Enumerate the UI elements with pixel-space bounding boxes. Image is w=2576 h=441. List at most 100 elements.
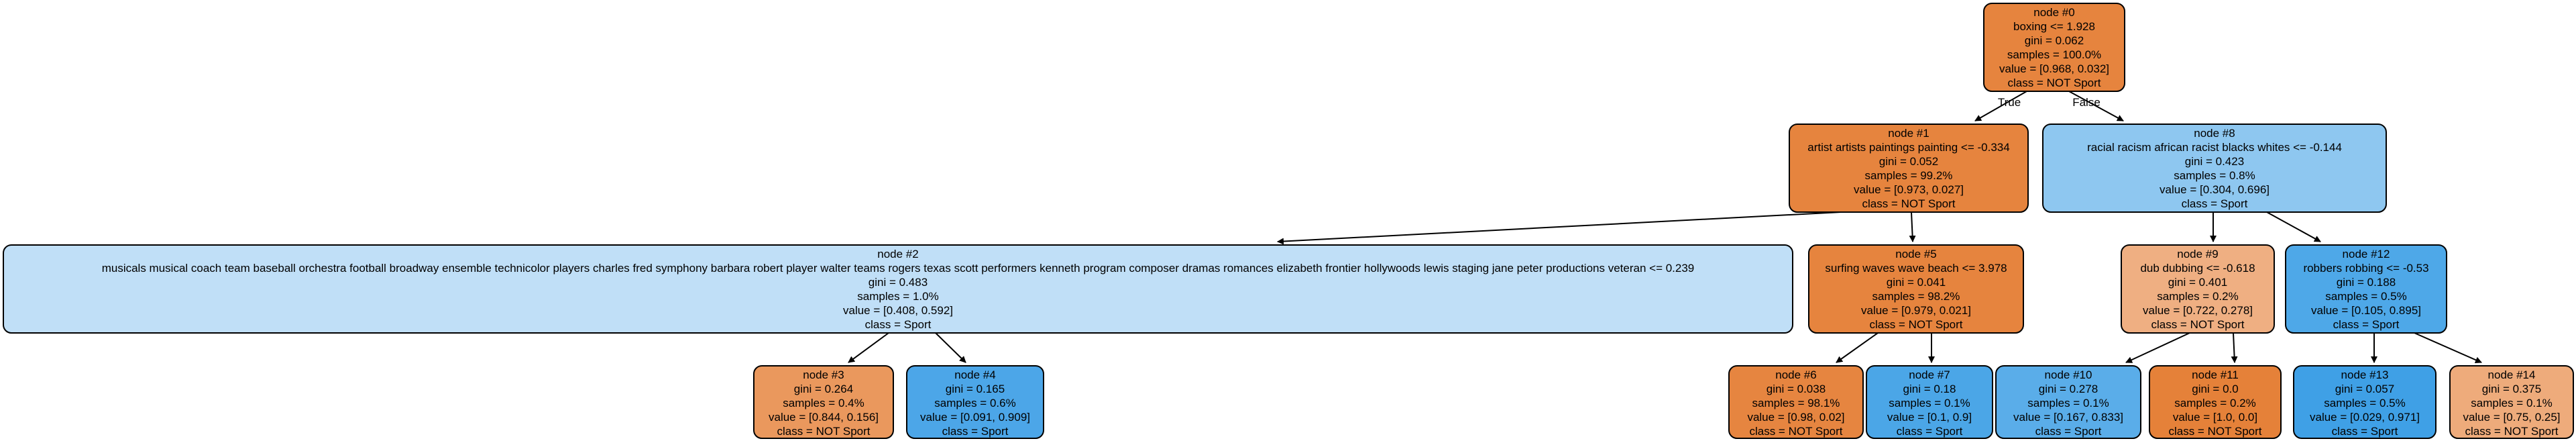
node-text-line: node #12 [2343, 248, 2390, 260]
node-text-line: samples = 100.0% [2007, 48, 2101, 61]
node-text-line: gini = 0.041 [1887, 276, 1946, 289]
node-text-line: class = NOT Sport [2151, 318, 2244, 331]
node-text-line: class = NOT Sport [2168, 425, 2261, 438]
node-text-line: gini = 0.483 [869, 276, 928, 289]
node-box [2149, 365, 2282, 439]
node-text-line: surfing waves wave beach <= 3.978 [1825, 262, 2007, 275]
node-text: node #11 gini = 0.0 samples = 0.2% value = … [2168, 369, 2261, 438]
node-text-line: samples = 98.1% [1752, 397, 1840, 409]
node-text-line: samples = 99.2% [1865, 169, 1953, 182]
edge-8-12 [2266, 211, 2321, 242]
node-text-line: samples = 0.6% [934, 397, 1015, 409]
edge-9-10 [2125, 332, 2190, 363]
node-text-line: class = NOT Sport [1869, 318, 1962, 331]
node-text-line: value = [0.973, 0.027] [1854, 183, 1964, 196]
node-box [1789, 124, 2029, 213]
node-text-line: node #11 [2192, 369, 2239, 381]
node-text-line: value = [0.408, 0.592] [843, 304, 953, 317]
node-text-line: gini = 0.038 [1767, 383, 1826, 395]
node-text-line: class = NOT Sport [1749, 425, 1842, 438]
node-box [2449, 365, 2574, 439]
node-box [2293, 365, 2437, 439]
node-text-line: samples = 0.8% [2174, 169, 2255, 182]
node-text-line: node #10 [2045, 369, 2092, 381]
tree-node-6: node #6 gini = 0.038 samples = 98.1% value … [1728, 365, 1864, 439]
node-box [753, 365, 894, 439]
tree-node-11: node #11 gini = 0.0 samples = 0.2% value = … [2149, 365, 2282, 439]
node-text-line: robbers robbing <= -0.53 [2303, 262, 2428, 275]
tree-node-4: node #4 gini = 0.165 samples = 0.6% value =… [906, 365, 1044, 439]
node-text-line: class = NOT Sport [2465, 425, 2558, 438]
node-text-line: gini = 0.401 [2168, 276, 2227, 289]
tree-node-2: node #2 musicals musical coach team baseb… [3, 244, 1793, 334]
node-text-line: gini = 0.165 [946, 383, 1005, 395]
node-text-line: gini = 0.375 [2482, 383, 2541, 395]
node-text-line: node #7 [1909, 369, 1950, 381]
node-box [2042, 124, 2387, 213]
node-text-line: samples = 0.5% [2324, 397, 2405, 409]
node-text-line: boxing <= 1.928 [2013, 20, 2095, 33]
node-text-line: class = Sport [2332, 425, 2398, 438]
node-text-line: class = Sport [1897, 425, 1963, 438]
node-text-line: value = [0.98, 0.02] [1747, 411, 1844, 424]
node-text-line: value = [0.979, 0.021] [1861, 304, 1971, 317]
node-text-line: value = [0.722, 0.278] [2143, 304, 2253, 317]
edge-1-5 [1909, 211, 1916, 242]
node-text-line: value = [1.0, 0.0] [2173, 411, 2257, 424]
edge-0-8 [2068, 91, 2124, 121]
node-box [906, 365, 1044, 439]
node-text-line: node #5 [1895, 248, 1936, 260]
node-text-line: artist artists paintings painting <= -0.… [1807, 141, 2009, 154]
node-text-line: dub dubbing <= -0.618 [2140, 262, 2255, 275]
node-text-line: gini = 0.188 [2337, 276, 2396, 289]
node-text-line: gini = 0.062 [2025, 34, 2084, 47]
node-text-line: gini = 0.0 [2192, 383, 2238, 395]
node-text-line: samples = 98.2% [1872, 290, 1960, 303]
node-box [3, 244, 1793, 334]
node-text: node #2 musicals musical coach team baseb… [102, 248, 1695, 331]
node-text-line: node #6 [1775, 369, 1816, 381]
node-text-line: samples = 1.0% [857, 290, 938, 303]
node-text-line: node #8 [2194, 127, 2235, 140]
node-text-line: value = [0.091, 0.909] [920, 411, 1030, 424]
node-text-line: node #4 [954, 369, 995, 381]
node-text-line: gini = 0.423 [2185, 155, 2244, 168]
node-text-line: gini = 0.057 [2335, 383, 2394, 395]
node-box [2121, 244, 2275, 334]
node-text-line: musicals musical coach team baseball orc… [102, 262, 1695, 275]
node-text-line: node #0 [2033, 6, 2074, 19]
node-text: node #5 surfing waves wave beach <= 3.978… [1825, 248, 2007, 331]
edge-2-4 [935, 332, 966, 363]
node-text-line: value = [0.1, 0.9] [1887, 411, 1972, 424]
edge-label-false: False [2072, 96, 2101, 109]
edge-9-11 [2231, 332, 2238, 363]
node-text-line: class = NOT Sport [777, 425, 870, 438]
node-box [1866, 365, 1993, 439]
node-text-line: samples = 0.2% [2174, 397, 2255, 409]
node-text-line: value = [0.844, 0.156] [769, 411, 879, 424]
node-box [1995, 365, 2141, 439]
node-text-line: samples = 0.4% [783, 397, 864, 409]
node-text-line: node #2 [877, 248, 918, 260]
node-text-line: samples = 0.5% [2325, 290, 2406, 303]
node-text-line: value = [0.167, 0.833] [2013, 411, 2123, 424]
node-text-line: class = NOT Sport [1862, 197, 1955, 210]
edge-5-6 [1836, 332, 1879, 363]
node-text-line: value = [0.968, 0.032] [1999, 62, 2109, 75]
node-text-line: gini = 0.278 [2039, 383, 2098, 395]
edge-12-14 [2414, 332, 2482, 363]
